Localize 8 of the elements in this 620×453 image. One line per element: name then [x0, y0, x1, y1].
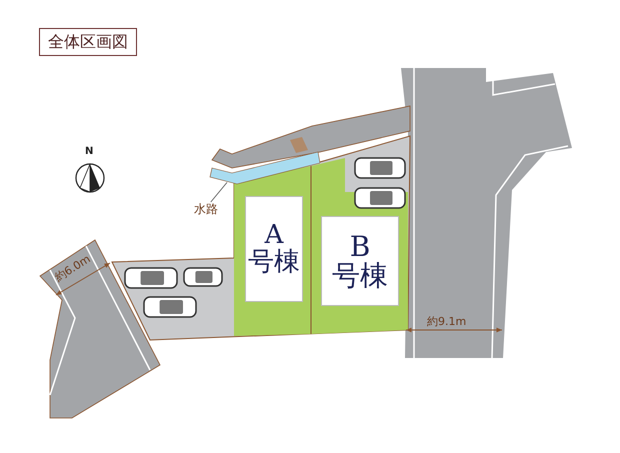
- leader-line: [210, 182, 228, 202]
- dimension-label: 約9.1m: [427, 314, 466, 329]
- house-box: B 号棟: [321, 216, 399, 306]
- title-box: 全体区画図: [39, 28, 137, 56]
- house-box: A 号棟: [245, 196, 303, 302]
- waterway-label: 水路: [194, 202, 218, 216]
- waterway-band: [208, 150, 320, 186]
- north-label: N: [85, 146, 94, 157]
